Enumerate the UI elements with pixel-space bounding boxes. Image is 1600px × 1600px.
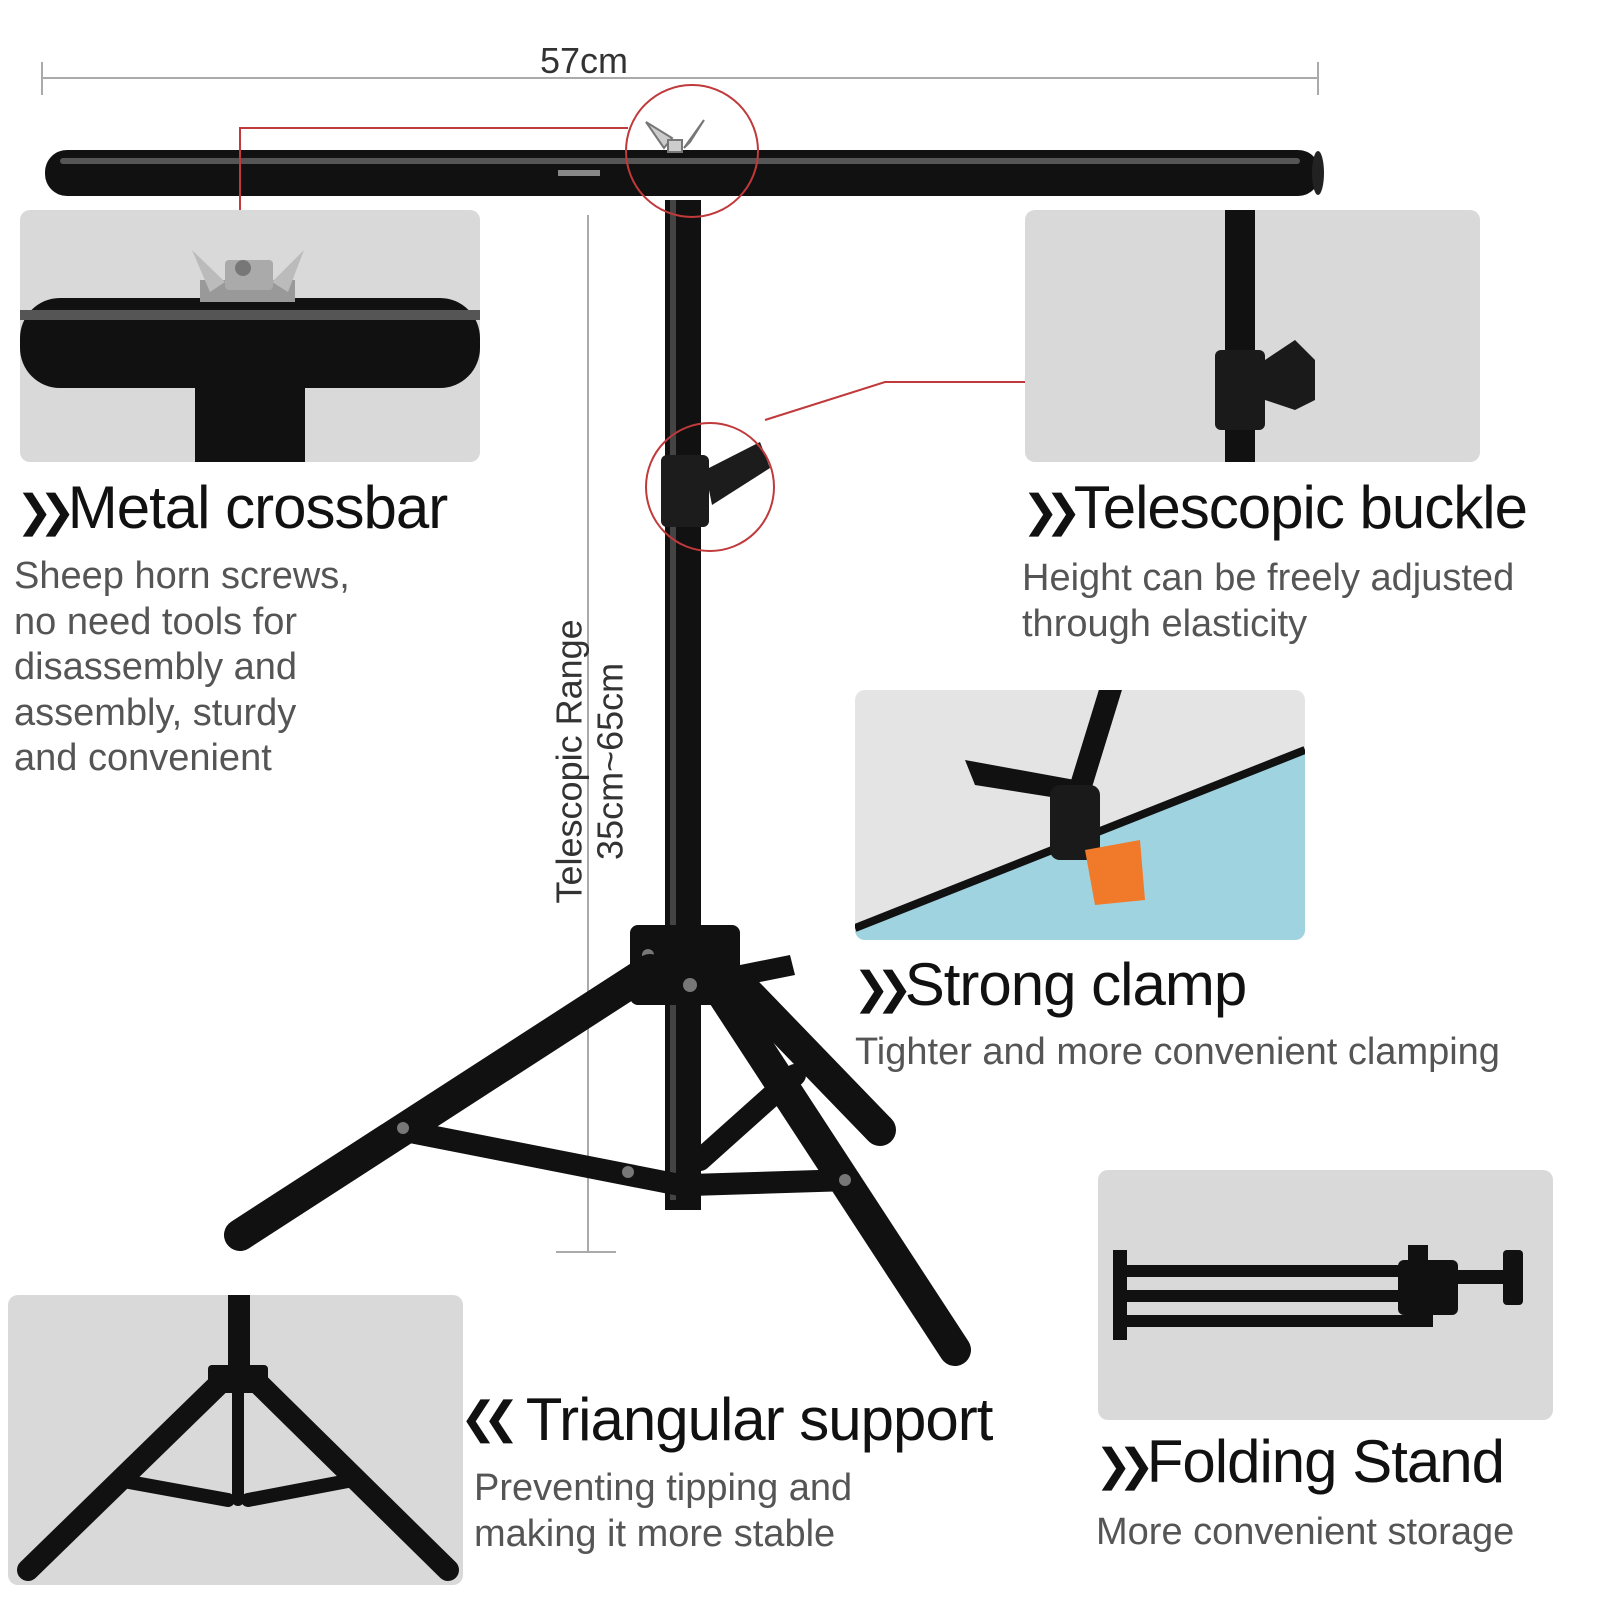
buckle-detail-panel [1025, 210, 1480, 462]
buckle-title-text: Telescopic buckle [1073, 474, 1528, 541]
clamp-closeup [855, 690, 1305, 940]
crossbar-detail-panel [20, 210, 480, 462]
crossbar-desc-line: and convenient [14, 737, 272, 780]
triangular-desc-line: making it more stable [474, 1512, 836, 1555]
folding-title: ❯❯Folding Stand [1095, 1432, 1505, 1492]
folding-closeup [1113, 1245, 1523, 1340]
crossbar-closeup [20, 250, 480, 462]
clamp-title-text: Strong clamp [904, 951, 1247, 1018]
chevron-up-icon: ❯❯ [474, 1400, 520, 1450]
triangular-desc-line: Preventing tipping and [474, 1467, 853, 1509]
chevron-down-icon: ❯❯ [1022, 487, 1082, 537]
folding-desc-line: More convenient storage [1096, 1511, 1515, 1553]
height-range-line2: 35cm~65cm [590, 662, 631, 860]
crossbar [45, 150, 1324, 196]
buckle-title: ❯❯Telescopic buckle [1022, 478, 1528, 538]
clamp-title: ❯❯Strong clamp [853, 955, 1247, 1015]
clamp-desc-line: Tighter and more convenient clamping [855, 1031, 1500, 1073]
wing-nut [645, 119, 705, 153]
crossbar-desc-line: assembly, sturdy [14, 691, 297, 734]
triangular-description: Preventing tipping and making it more st… [474, 1466, 852, 1557]
height-range-line1: Telescopic Range [548, 619, 590, 904]
height-dimension-line [556, 215, 616, 1253]
buckle-description: Height can be freely adjusted through el… [1022, 556, 1514, 647]
triangular-title: ❯❯Triangular support [474, 1390, 993, 1450]
triangular-title-text: Triangular support [525, 1386, 994, 1453]
crossbar-description: Sheep horn screws, no need tools for dis… [14, 554, 350, 782]
chevron-down-icon: ❯❯ [1095, 1441, 1155, 1491]
buckle-desc-line: through elasticity [1022, 602, 1308, 645]
telescopic-knob [661, 442, 770, 527]
width-label: 57cm [540, 40, 629, 81]
clamp-description: Tighter and more convenient clamping [855, 1030, 1500, 1076]
crossbar-title-text: Metal crossbar [67, 474, 448, 541]
height-range-label: Telescopic Range 35cm~65cm [549, 601, 632, 921]
buckle-closeup [1215, 210, 1315, 462]
tripod-legs [224, 954, 971, 1366]
chevron-down-icon: ❯❯ [853, 964, 913, 1014]
crossbar-desc-line: no need tools for [14, 600, 298, 643]
crossbar-desc-line: Sheep horn screws, [14, 555, 350, 597]
folding-detail-panel [1098, 1170, 1553, 1420]
crossbar-desc-line: disassembly and [14, 646, 298, 689]
triangular-detail-panel [8, 1295, 463, 1585]
crossbar-title: ❯❯Metal crossbar [16, 478, 448, 538]
clamp-detail-panel [855, 690, 1305, 940]
buckle-desc-line: Height can be freely adjusted [1022, 557, 1515, 599]
folding-title-text: Folding Stand [1146, 1428, 1505, 1495]
chevron-down-icon: ❯❯ [16, 487, 76, 537]
triangular-closeup [17, 1295, 459, 1581]
folding-description: More convenient storage [1096, 1510, 1514, 1556]
width-dimension-line [41, 62, 1319, 95]
